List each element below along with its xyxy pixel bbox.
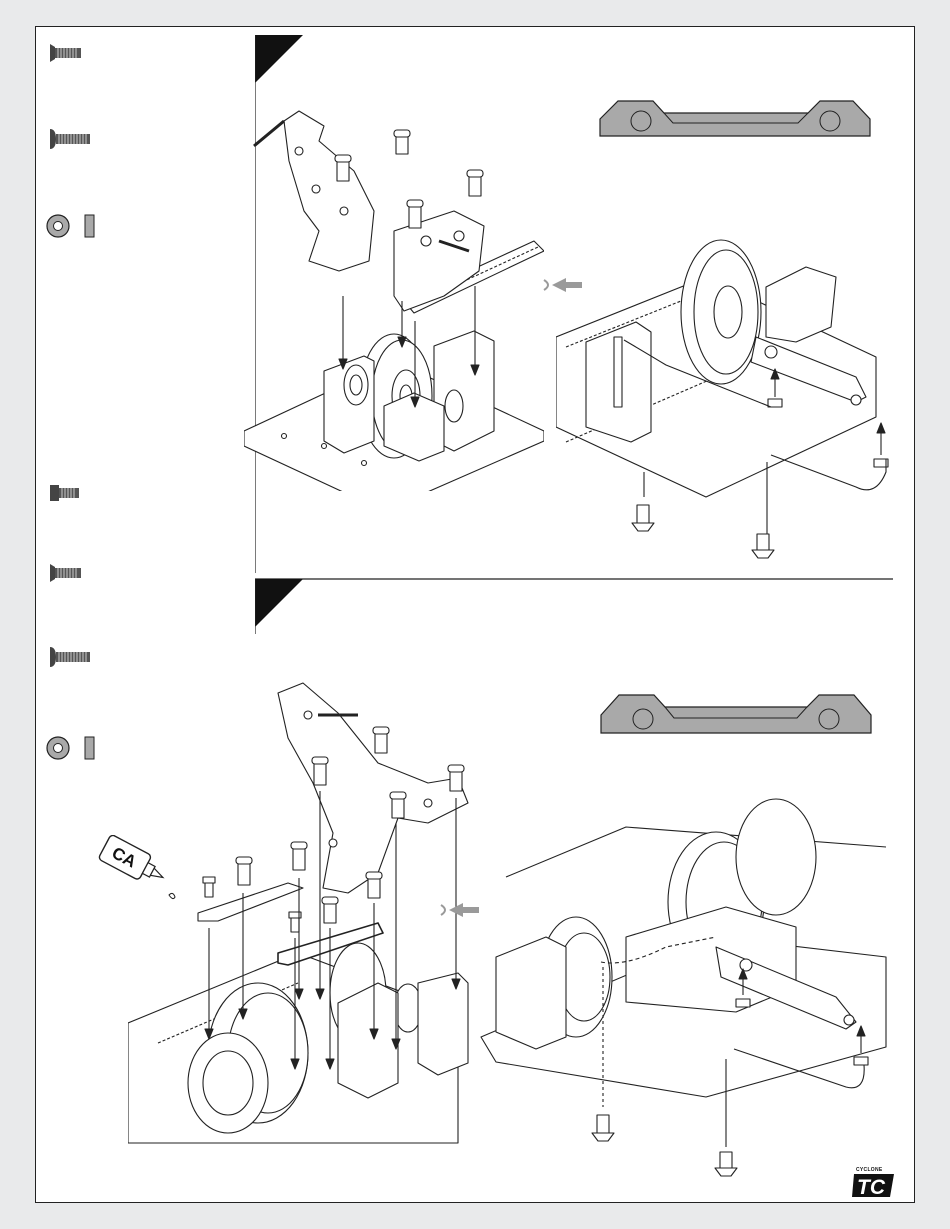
upper-bulkhead-brace-icon [598,99,873,141]
washer-spacer-icon [47,215,94,237]
step1-main-illustration [244,101,544,491]
step2-frame [255,578,915,638]
step1-result-illustration [556,197,896,567]
step2-result-illustration [476,787,896,1179]
logo-small-text: CYCLONE [856,1167,883,1173]
flat-head-screw-icon [50,564,81,582]
step-marker-icon [255,35,303,83]
manual-page: CA [35,26,915,1203]
step2-parts-column [46,483,106,773]
logo-text: TC [857,1176,886,1199]
step1-parts-column [46,41,106,251]
step2-main-illustration [128,663,488,1153]
upper-bulkhead-brace-icon [599,693,874,737]
washer-spacer-icon [47,737,94,759]
flat-head-screw-icon [50,44,81,62]
cap-screw-icon [50,485,79,501]
step-marker-icon [255,579,303,627]
button-head-screw-icon [50,129,90,149]
cyclone-tc-logo: CYCLONE TC [852,1165,896,1199]
button-head-screw-icon [50,647,90,667]
arrow-transition-icon [439,902,481,918]
